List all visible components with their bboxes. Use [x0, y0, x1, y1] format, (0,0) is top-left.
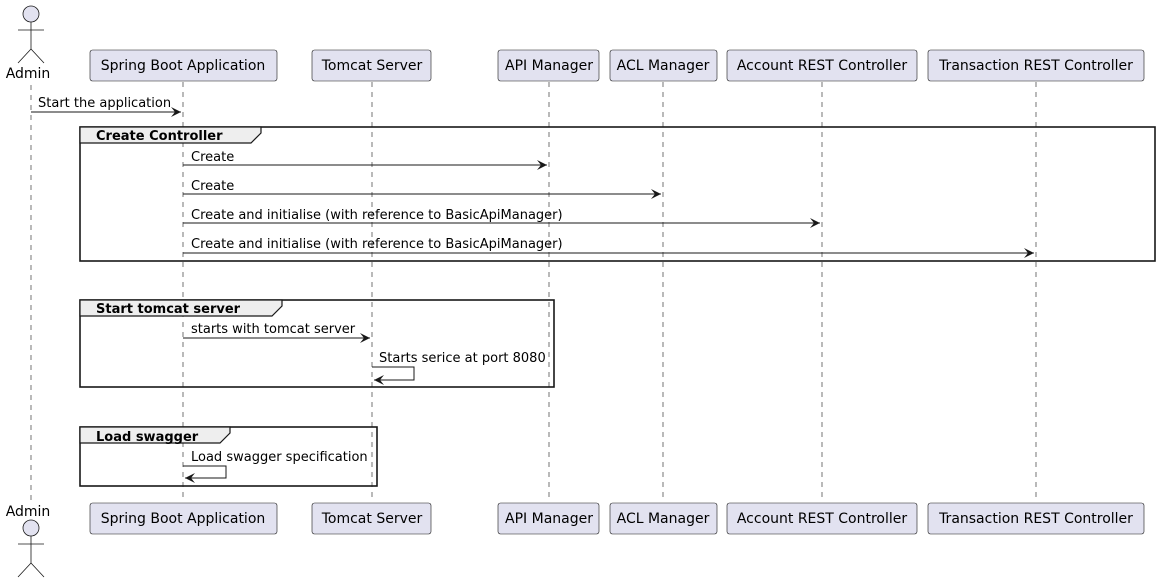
participant-label: Transaction REST Controller: [938, 511, 1133, 527]
group-tab: [79, 126, 262, 144]
actor-label: Admin: [6, 66, 51, 82]
group-create-controller: Create Controller: [79, 126, 1156, 262]
participant-tomcat[interactable]: Tomcat Server: [311, 49, 432, 82]
actor-icon: [17, 5, 45, 64]
message-label: starts with tomcat server: [191, 322, 356, 337]
participant-acl[interactable]: ACL Manager: [609, 49, 718, 82]
participant-label: Tomcat Server: [321, 511, 423, 527]
participant-tomcat[interactable]: Tomcat Server: [311, 502, 432, 535]
participants-bottom: Spring Boot Application Tomcat Server AP…: [89, 502, 1145, 535]
messages: Start the application Create Create Crea…: [31, 96, 1034, 483]
group-label: Load swagger: [96, 430, 199, 445]
participant-label: API Manager: [505, 58, 593, 74]
group-frame: [79, 299, 555, 388]
group-label: Start tomcat server: [96, 302, 241, 317]
actor-admin-top[interactable]: Admin: [6, 5, 51, 82]
participant-label: Account REST Controller: [737, 511, 908, 527]
group-label: Create Controller: [96, 129, 223, 144]
group-start-tomcat: Start tomcat server: [79, 299, 555, 388]
participant-label: ACL Manager: [617, 58, 710, 74]
group-tab: [79, 299, 283, 317]
participant-label: Spring Boot Application: [101, 511, 266, 527]
self-message-arrow: [183, 465, 227, 483]
message-label: Create: [191, 179, 234, 194]
participants-top: Spring Boot Application Tomcat Server AP…: [89, 49, 1145, 82]
message-label: Create: [191, 150, 234, 165]
group-load-swagger: Load swagger: [79, 426, 378, 487]
participant-label: Spring Boot Application: [101, 58, 266, 74]
participant-label: ACL Manager: [617, 511, 710, 527]
participant-account[interactable]: Account REST Controller: [726, 49, 918, 82]
message-label: Load swagger specification: [191, 450, 368, 465]
message-label: Create and initialise (with reference to…: [191, 208, 563, 223]
participant-label: Tomcat Server: [321, 58, 423, 74]
actor-icon: [17, 519, 45, 578]
participant-account[interactable]: Account REST Controller: [726, 502, 918, 535]
participant-spring[interactable]: Spring Boot Application: [89, 49, 278, 82]
message-label: Starts serice at port 8080: [379, 351, 546, 366]
self-message-arrow: [372, 366, 415, 385]
participant-transaction[interactable]: Transaction REST Controller: [927, 49, 1145, 82]
actor-label: Admin: [6, 504, 51, 520]
message-label: Start the application: [38, 96, 171, 111]
participant-transaction[interactable]: Transaction REST Controller: [927, 502, 1145, 535]
actor-admin-bottom[interactable]: Admin: [6, 504, 51, 578]
participant-label: Account REST Controller: [737, 58, 908, 74]
participant-api[interactable]: API Manager: [497, 49, 600, 82]
participant-api[interactable]: API Manager: [497, 502, 600, 535]
participant-label: Transaction REST Controller: [938, 58, 1133, 74]
participant-label: API Manager: [505, 511, 593, 527]
participant-spring[interactable]: Spring Boot Application: [89, 502, 278, 535]
message-label: Create and initialise (with reference to…: [191, 237, 563, 252]
group-frame: [79, 126, 1156, 262]
participant-acl[interactable]: ACL Manager: [609, 502, 718, 535]
group-tab: [79, 426, 231, 444]
